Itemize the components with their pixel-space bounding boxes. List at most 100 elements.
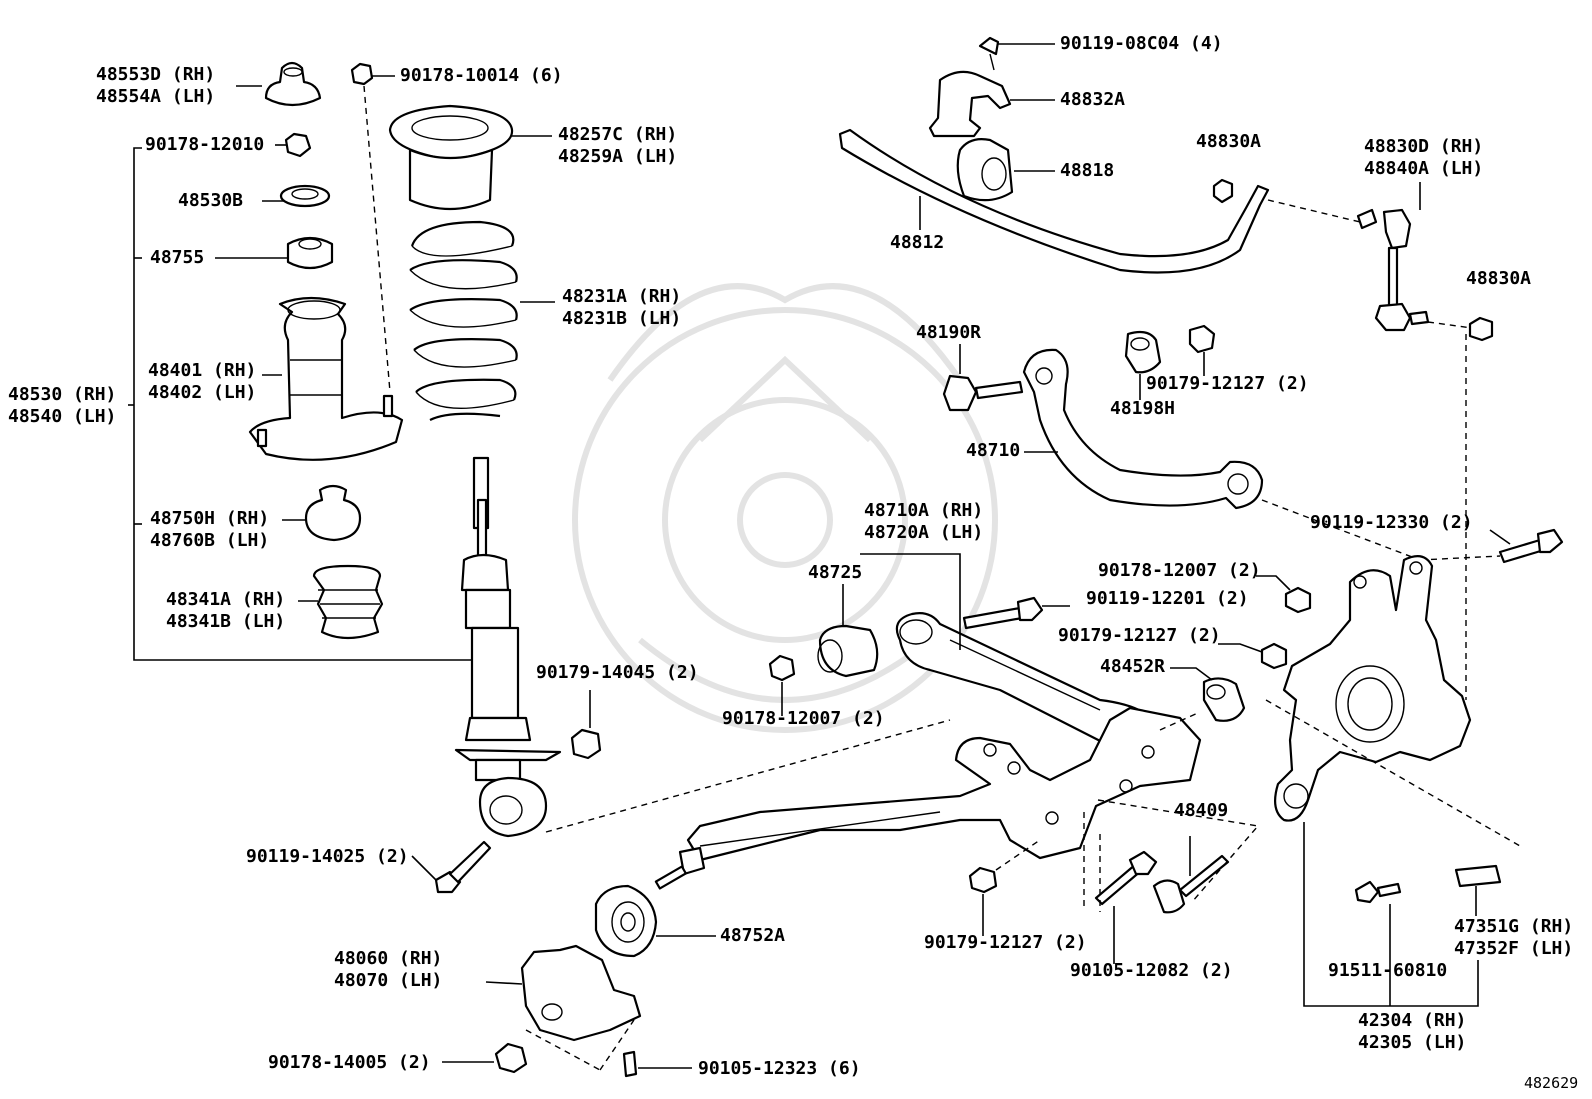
part-number: 48452R bbox=[1100, 656, 1166, 677]
part-number: 48070 (LH) bbox=[334, 970, 443, 991]
part-number: 48710A (RH) bbox=[864, 500, 984, 521]
part-number: 48341B (LH) bbox=[166, 611, 286, 632]
label-48198h: 48198H bbox=[1110, 398, 1175, 420]
label-90179-12127-top: 90179-12127 (2) bbox=[1146, 373, 1309, 395]
part-number: 90119-08C04 (4) bbox=[1060, 33, 1223, 54]
bump-cap bbox=[264, 61, 322, 107]
steering-knuckle bbox=[1265, 555, 1521, 1007]
bushing-48755 bbox=[286, 236, 334, 270]
label-48231a: 48231A (RH) 48231B (LH) bbox=[562, 286, 681, 330]
part-number: 48190R bbox=[916, 322, 982, 343]
part-number: 48755 bbox=[150, 247, 205, 268]
label-48190r: 48190R bbox=[916, 322, 981, 344]
part-number: 48530 (RH) bbox=[8, 384, 117, 405]
part-number: 90179-12127 (2) bbox=[1146, 373, 1309, 394]
label-48452r: 48452R bbox=[1100, 656, 1165, 678]
part-number: 48750H (RH) bbox=[150, 508, 270, 529]
part-number: 48830D (RH) bbox=[1364, 136, 1484, 157]
nut-12127-bottom bbox=[968, 839, 1041, 936]
coil-spring bbox=[409, 220, 518, 421]
stabilizer-bracket bbox=[928, 36, 1055, 138]
stabilizer-bar bbox=[838, 128, 1270, 274]
label-48725: 48725 bbox=[808, 562, 862, 584]
upper-arm bbox=[1022, 348, 1264, 510]
label-48830a-top: 48830A bbox=[1196, 131, 1261, 153]
upper-spring-seat bbox=[388, 104, 514, 211]
part-number: 48530B bbox=[178, 190, 244, 211]
label-48060: 48060 (RH) 48070 (LH) bbox=[334, 948, 442, 992]
part-number: 48409 bbox=[1174, 800, 1229, 821]
bump-stopper bbox=[304, 484, 362, 542]
part-number: 48725 bbox=[808, 562, 863, 583]
part-number: 48760B (LH) bbox=[150, 530, 270, 551]
label-48257c: 48257C (RH) 48259A (LH) bbox=[558, 124, 677, 168]
nut-12007-left bbox=[768, 654, 796, 716]
label-48818: 48818 bbox=[1060, 160, 1114, 182]
label-48341a: 48341A (RH) 48341B (LH) bbox=[166, 589, 285, 633]
part-number: 48257C (RH) bbox=[558, 124, 678, 145]
label-48409: 48409 bbox=[1174, 800, 1228, 822]
part-number: 47352F (LH) bbox=[1454, 938, 1574, 959]
part-number: 48832A bbox=[1060, 89, 1126, 110]
background-emblem bbox=[572, 283, 998, 733]
label-90178-10014: 90178-10014 (6) bbox=[400, 65, 563, 87]
label-47351g: 47351G (RH) 47352F (LH) bbox=[1454, 916, 1573, 960]
part-number: 90119-14025 (2) bbox=[246, 846, 409, 867]
label-48752a: 48752A bbox=[720, 925, 785, 947]
label-48755: 48755 bbox=[150, 247, 204, 269]
label-48530: 48530 (RH) 48540 (LH) bbox=[8, 384, 116, 428]
label-90119-12201: 90119-12201 (2) bbox=[1086, 588, 1249, 610]
part-number: 90105-12323 (6) bbox=[698, 1058, 861, 1079]
part-number: 48830A bbox=[1466, 268, 1532, 289]
part-number: 48341A (RH) bbox=[166, 589, 286, 610]
bushing-48725 bbox=[817, 584, 879, 678]
dust-cover bbox=[312, 564, 384, 640]
part-number: 48840A (LH) bbox=[1364, 158, 1484, 179]
member-support bbox=[485, 944, 642, 1071]
shield-47351g bbox=[1454, 864, 1502, 916]
bolt-12330 bbox=[1261, 499, 1564, 564]
label-90119-08c04: 90119-08C04 (4) bbox=[1060, 33, 1223, 55]
part-number: 48401 (RH) bbox=[148, 360, 257, 381]
nut-12010 bbox=[284, 132, 312, 158]
lower-arm-48409 bbox=[654, 706, 1202, 890]
nut-14045 bbox=[570, 690, 602, 760]
part-number: 48720A (LH) bbox=[864, 522, 984, 543]
bolt-91511 bbox=[1354, 880, 1402, 960]
label-91511-60810: 91511-60810 bbox=[1328, 960, 1447, 982]
label-90178-12007-left: 90178-12007 (2) bbox=[722, 708, 885, 730]
part-number: 48830A bbox=[1196, 131, 1262, 152]
part-number: 90178-12007 (2) bbox=[1098, 560, 1261, 581]
part-number: 48259A (LH) bbox=[558, 146, 678, 167]
label-42304: 42304 (RH) 42305 (LH) bbox=[1358, 1010, 1466, 1054]
washer-48530b bbox=[279, 184, 331, 208]
label-90179-12127-bottom: 90179-12127 (2) bbox=[924, 932, 1087, 954]
part-number: 48554A (LH) bbox=[96, 86, 216, 107]
part-number: 90179-12127 (2) bbox=[924, 932, 1087, 953]
part-number: 42305 (LH) bbox=[1358, 1032, 1467, 1053]
label-90179-12127-mid: 90179-12127 (2) bbox=[1058, 625, 1221, 647]
strut-support-boot bbox=[248, 296, 404, 461]
label-48401: 48401 (RH) 48402 (LH) bbox=[148, 360, 256, 404]
part-number: 90178-10014 (6) bbox=[400, 65, 563, 86]
label-48750h: 48750H (RH) 48760B (LH) bbox=[150, 508, 269, 552]
stabilizer-link bbox=[1212, 178, 1494, 700]
part-number: 48710 bbox=[966, 440, 1021, 461]
bolt-12201 bbox=[962, 596, 1070, 630]
lower-arm-48710a bbox=[860, 553, 1172, 762]
bolts-48409 bbox=[1083, 799, 1260, 964]
part-number: 42304 (RH) bbox=[1358, 1010, 1467, 1031]
part-number: 47351G (RH) bbox=[1454, 916, 1574, 937]
nuts-right bbox=[1218, 575, 1312, 670]
label-48830a-right: 48830A bbox=[1466, 268, 1531, 290]
part-number: 48402 (LH) bbox=[148, 382, 257, 403]
part-number: 48198H bbox=[1110, 398, 1176, 419]
part-number: 90119-12201 (2) bbox=[1086, 588, 1249, 609]
part-number: 90179-14045 (2) bbox=[536, 662, 699, 683]
bushing-48452r bbox=[1159, 667, 1246, 731]
part-number: 90179-12127 (2) bbox=[1058, 625, 1221, 646]
part-number: 91511-60810 bbox=[1328, 960, 1448, 981]
nut-top bbox=[350, 62, 391, 393]
label-48530b: 48530B bbox=[178, 190, 243, 212]
